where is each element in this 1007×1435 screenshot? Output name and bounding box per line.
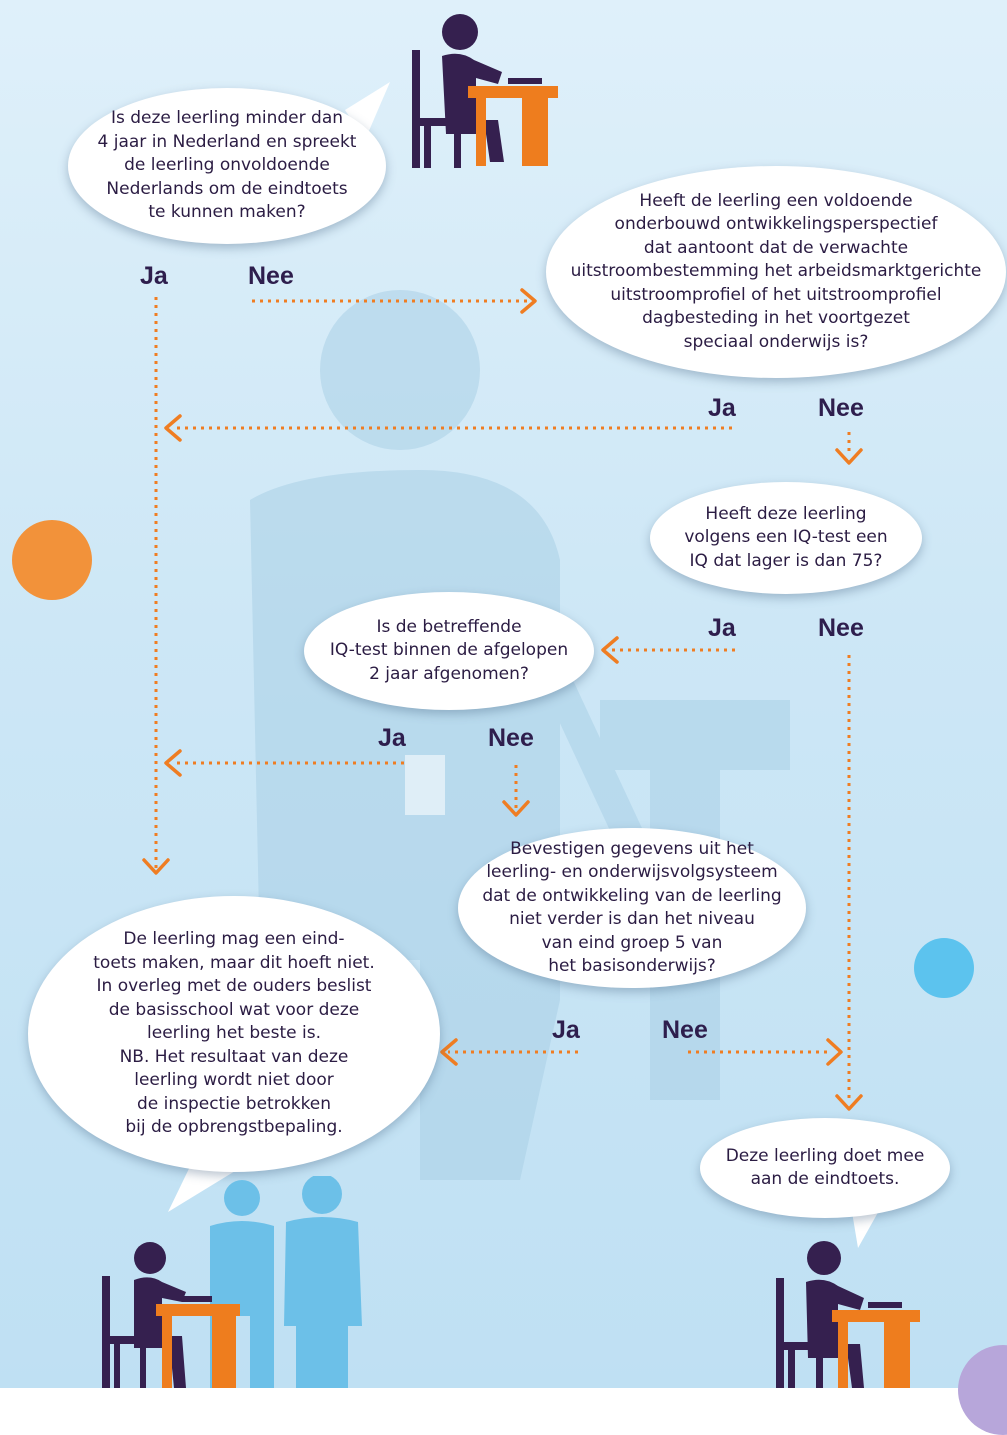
q1-no-label: Nee: [248, 262, 294, 290]
outcome-optional-bubble: De leerling mag een eind- toets maken, m…: [28, 896, 440, 1172]
outcome-participates-bubble: Deze leerling doet mee aan de eindtoets.: [700, 1118, 950, 1218]
q1-yes-label: Ja: [140, 262, 168, 290]
decorative-orange-dot: [12, 520, 92, 600]
q2-no-label: Nee: [818, 394, 864, 422]
question-bubble-5: Bevestigen gegevens uit het leerling- en…: [458, 828, 806, 988]
student-at-desk-icon: [776, 1241, 920, 1388]
question-bubble-1: Is deze leerling minder dan 4 jaar in Ne…: [68, 88, 386, 244]
question-bubble-2: Heeft de leerling een voldoende onderbou…: [546, 166, 1006, 378]
outcome-participates-text: Deze leerling doet mee aan de eindtoets.: [725, 1145, 925, 1190]
question-3-text: Heeft deze leerling volgens een IQ-test …: [684, 503, 888, 571]
question-bubble-3: Heeft deze leerling volgens een IQ-test …: [650, 482, 922, 594]
q4-no-label: Nee: [488, 724, 534, 752]
student-with-parents-icon: [102, 1176, 362, 1388]
question-4-text: Is de betreffende IQ-test binnen de afge…: [329, 616, 569, 684]
question-5-text: Bevestigen gegevens uit het leerling- en…: [482, 838, 782, 977]
student-at-desk-icon: [412, 14, 558, 168]
q2-yes-label: Ja: [708, 394, 736, 422]
decorative-blue-dot: [914, 938, 974, 998]
q4-yes-label: Ja: [378, 724, 406, 752]
question-2-text: Heeft de leerling een voldoende onderbou…: [570, 190, 982, 352]
q5-yes-label: Ja: [552, 1016, 580, 1044]
outcome-optional-text: De leerling mag een eind- toets maken, m…: [93, 929, 375, 1138]
q5-no-label: Nee: [662, 1016, 708, 1044]
q3-no-label: Nee: [818, 614, 864, 642]
q3-yes-label: Ja: [708, 614, 736, 642]
question-1-text: Is deze leerling minder dan 4 jaar in Ne…: [97, 108, 357, 223]
flow-arrows: [142, 288, 863, 1111]
question-bubble-4: Is de betreffende IQ-test binnen de afge…: [304, 592, 594, 710]
